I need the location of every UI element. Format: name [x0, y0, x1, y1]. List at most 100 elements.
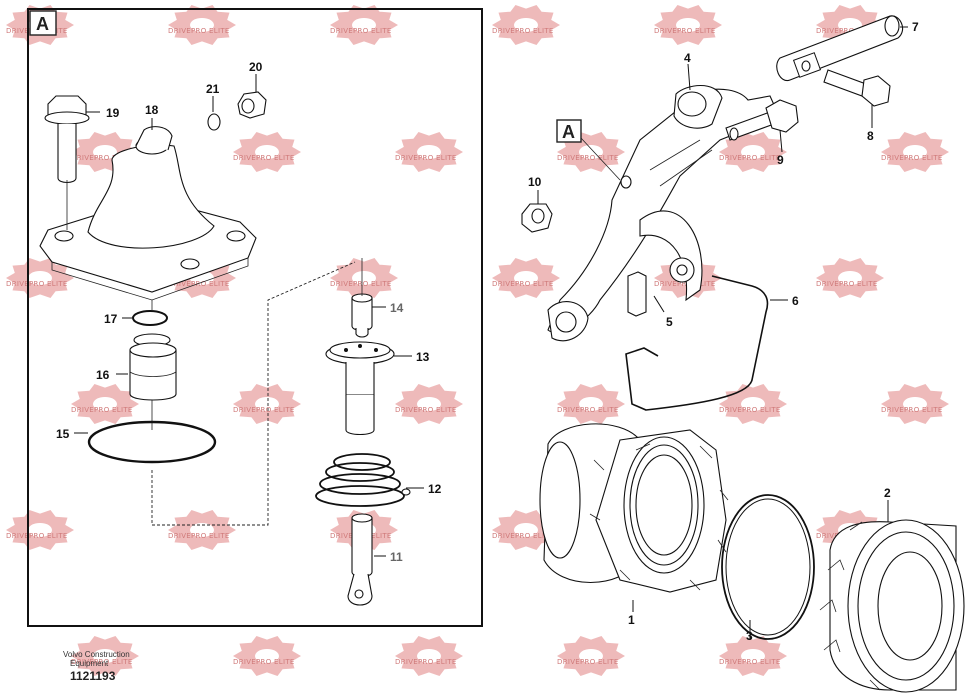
callout-12: 12 [428, 482, 442, 496]
callout-2: 2 [884, 486, 891, 500]
watermark-text: DRIVEPRO ELITE [395, 658, 457, 666]
watermark-gear-hole [741, 145, 765, 159]
watermark-text: DRIVEPRO ELITE [881, 154, 943, 162]
part-14-pin [351, 293, 373, 338]
part-15-oring [87, 420, 217, 464]
svg-text:A: A [562, 122, 575, 142]
callout-5: 5 [666, 315, 673, 329]
callout-19: 19 [106, 106, 120, 120]
watermark-gear-hole [514, 271, 538, 285]
part-12-spring [315, 453, 411, 507]
watermark-gear-hole [514, 523, 538, 537]
callout-11: 11 [390, 550, 403, 564]
watermark-text: DRIVEPRO ELITE [330, 280, 392, 288]
callout-3: 3 [746, 629, 753, 643]
watermark-text: DRIVEPRO ELITE [492, 280, 554, 288]
callout-15: 15 [56, 427, 70, 441]
detail-marker-frame: A [29, 10, 57, 36]
watermark-text: DRIVEPRO ELITE [6, 532, 68, 540]
watermark-gear-hole [190, 523, 214, 537]
watermark-text: DRIVEPRO ELITE [816, 280, 878, 288]
part-1-synchronizer [539, 423, 729, 593]
watermark-text: DRIVEPRO ELITE [71, 658, 133, 666]
watermark-gear-hole [28, 271, 52, 285]
part-8-bolt [823, 69, 891, 107]
part-5-pad [627, 257, 695, 317]
watermark-gear-hole [676, 18, 700, 32]
callout-14: 14 [390, 301, 404, 315]
callout-1: 1 [628, 613, 635, 627]
watermark-gear-hole [417, 397, 441, 411]
part-21-washer [207, 113, 221, 131]
watermark-gear-hole [255, 397, 279, 411]
part-2-sleeve [819, 519, 965, 693]
detail-marker-fork: A [556, 119, 621, 181]
callout-17: 17 [104, 312, 118, 326]
watermark-gear-hole [190, 18, 214, 32]
watermark-gear-hole [741, 649, 765, 663]
watermark-text: DRIVEPRO ELITE [330, 27, 392, 35]
watermark-text: DRIVEPRO ELITE [233, 406, 295, 414]
part-16-bushing [129, 300, 177, 430]
part-7-pin [776, 15, 904, 82]
watermark-gear-hole [93, 145, 117, 159]
watermark-gear-hole [579, 397, 603, 411]
watermark-gear-hole [255, 145, 279, 159]
part-19-bolt [44, 95, 90, 230]
leader-lines [74, 26, 908, 640]
watermark-text: DRIVEPRO ELITE [168, 27, 230, 35]
watermark-text: DRIVEPRO ELITE [557, 406, 619, 414]
watermark-text: DRIVEPRO ELITE [492, 532, 554, 540]
part-6-spring-wire [625, 275, 769, 411]
watermark-gear-hole [903, 397, 927, 411]
watermark-text: DRIVEPRO ELITE [71, 154, 133, 162]
watermark-text: DRIVEPRO ELITE [557, 154, 619, 162]
watermark-text: DRIVEPRO ELITE [719, 406, 781, 414]
part-10-nut [521, 203, 553, 233]
watermark-text: DRIVEPRO ELITE [395, 154, 457, 162]
watermark-gear-hole [417, 649, 441, 663]
watermark-text: DRIVEPRO ELITE [6, 280, 68, 288]
figure-number: 1121193 [70, 669, 116, 683]
part-3-ring [721, 494, 815, 640]
watermark-text: DRIVEPRO ELITE [233, 154, 295, 162]
watermark-text: DRIVEPRO ELITE [71, 406, 133, 414]
callout-16: 16 [96, 368, 110, 382]
watermark-gear-hole [93, 649, 117, 663]
part-20-nut [237, 91, 267, 119]
watermark-gear-hole [352, 271, 376, 285]
brand-line-1: Volvo Construction [63, 650, 130, 659]
assembly-line [151, 261, 356, 526]
detail-frame [27, 8, 483, 627]
watermark-gear-hole [417, 145, 441, 159]
watermark-text: DRIVEPRO ELITE [168, 532, 230, 540]
watermark-text: DRIVEPRO ELITE [719, 658, 781, 666]
watermark-text: DRIVEPRO ELITE [816, 27, 878, 35]
watermark-text: DRIVEPRO ELITE [654, 27, 716, 35]
watermark-text: DRIVEPRO ELITE [168, 280, 230, 288]
callout-6: 6 [792, 294, 799, 308]
brand-line-2: Equipment [70, 659, 109, 668]
callout-10: 10 [528, 175, 542, 189]
watermark-text: DRIVEPRO ELITE [654, 280, 716, 288]
detail-marker-letter: A [36, 14, 49, 34]
watermark-gear-hole [579, 649, 603, 663]
watermark-gear-hole [352, 18, 376, 32]
callout-20: 20 [249, 60, 263, 74]
watermark-gear-hole [741, 397, 765, 411]
part-11-rod [347, 258, 373, 606]
callout-21: 21 [206, 82, 220, 96]
watermark-gear-hole [93, 397, 117, 411]
callout-4: 4 [684, 51, 691, 65]
callout-labels: 1 2 3 4 5 6 7 8 9 10 11 12 13 14 15 16 1… [56, 20, 919, 643]
part-13-plunger [325, 341, 395, 436]
watermark-gear-hole [838, 271, 862, 285]
watermark-text: DRIVEPRO ELITE [492, 27, 554, 35]
callout-18: 18 [145, 103, 159, 117]
watermark-text: DRIVEPRO ELITE [233, 658, 295, 666]
callout-8: 8 [867, 129, 874, 143]
watermark-gear-hole [514, 18, 538, 32]
watermark-text: DRIVEPRO ELITE [557, 658, 619, 666]
footer: Volvo Construction Equipment 1121193 [63, 650, 130, 683]
